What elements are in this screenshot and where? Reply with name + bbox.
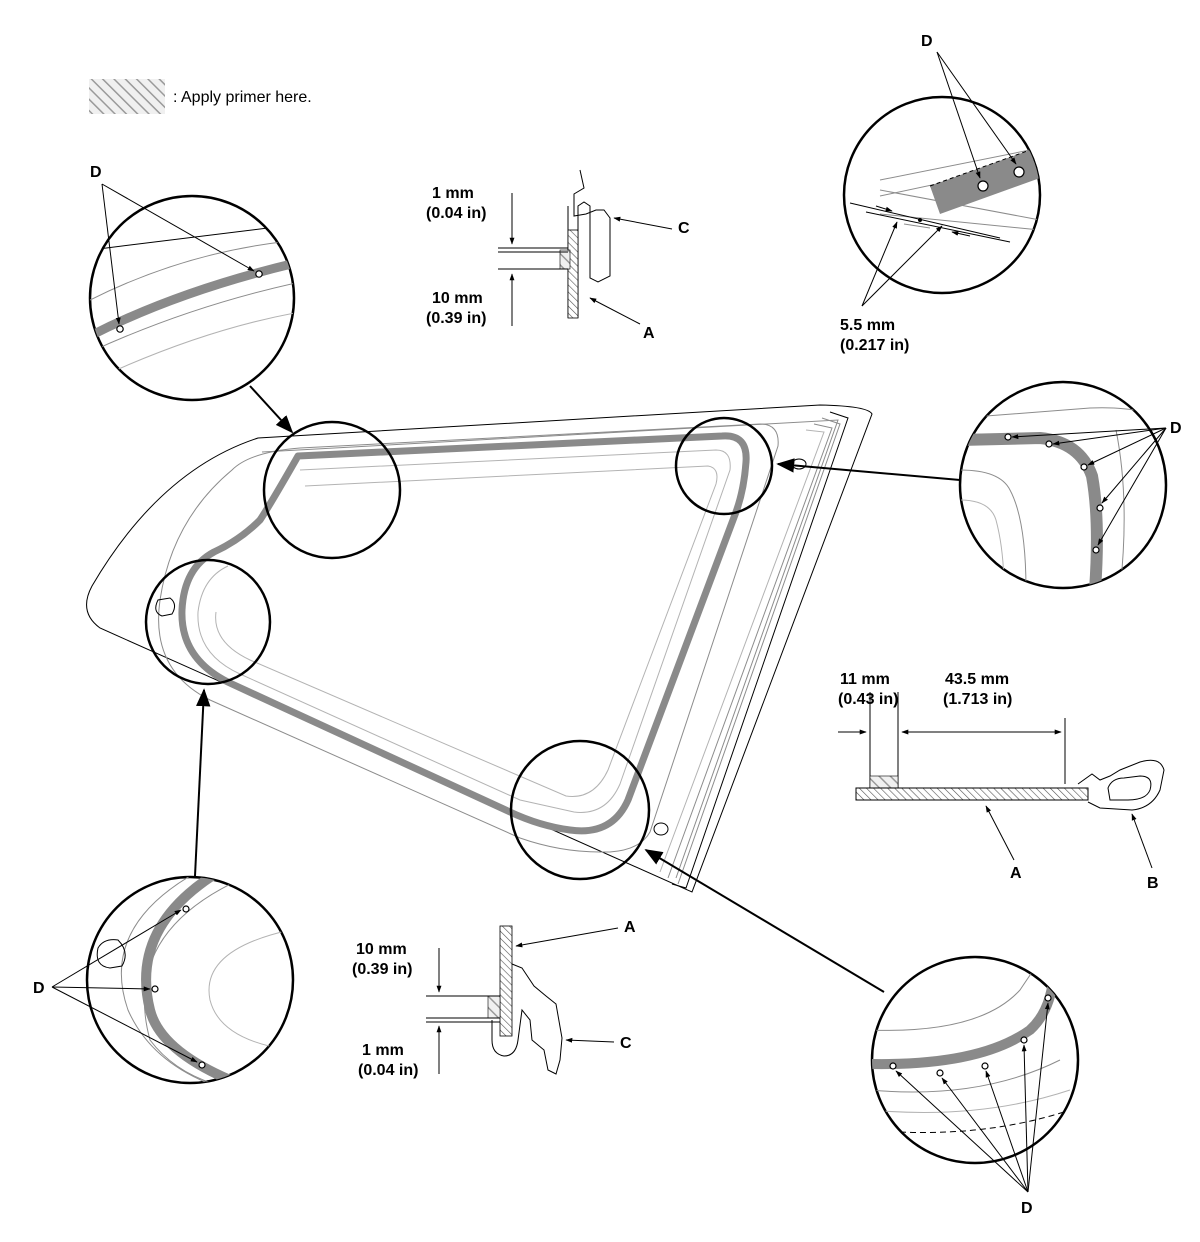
hole-dot [981,1062,989,1070]
dim-43-5mm-in: (1.713 in) [943,691,1012,708]
hole-dot [198,1061,206,1069]
label-d: D [1170,420,1182,437]
dim-10mm: 10 mm [356,941,407,958]
hole-dot [1096,504,1104,512]
primer-band [178,432,750,835]
legend-text: : Apply primer here. [173,89,312,106]
hole-dot [1013,166,1025,178]
legend: : Apply primer here. [89,79,312,114]
hole-dot [1045,440,1053,448]
dim-5-5mm: 5.5 mm [840,317,895,334]
section-top-middle: 1 mm (0.04 in) 10 mm (0.39 in) C A [426,169,690,342]
label-c: C [678,220,690,237]
label-c: C [620,1035,632,1052]
label-a: A [643,325,655,342]
label-d: D [1021,1200,1033,1217]
label-d: D [33,980,45,997]
hole-dot [116,325,124,333]
detail-marker-bottom [509,739,651,881]
dim-1mm: 1 mm [362,1042,404,1059]
quarter-glass [86,404,873,893]
section-bottom-middle: 10 mm (0.39 in) 1 mm (0.04 in) A C [352,919,636,1079]
label-d: D [921,33,933,50]
detail-bottom-right: D [870,955,1080,1217]
hole-dot [1080,463,1088,471]
hole-dot [182,905,190,913]
section-right: 11 mm (0.43 in) 43.5 mm (1.713 in) A B [838,671,1165,892]
hole-dot [1044,994,1052,1002]
dim-10mm-in: (0.39 in) [426,310,486,327]
hole-dot [889,1062,897,1070]
hole-dot [255,270,263,278]
hole-dot [1004,433,1012,441]
detail-bottom-left: D [33,875,295,1085]
hole-dot [1092,546,1100,554]
dim-10mm-in: (0.39 in) [352,961,412,978]
dim-43-5mm: 43.5 mm [945,671,1009,688]
glass-outline [86,404,873,893]
label-b: B [1147,875,1159,892]
hole-dot [977,180,989,192]
hole-dot [1020,1036,1028,1044]
detail-right: D [958,380,1182,590]
legend-hatch-swatch [89,79,165,114]
hole-dot [936,1069,944,1077]
dim-1mm-in: (0.04 in) [358,1062,418,1079]
dim-5-5mm-in: (0.217 in) [840,337,909,354]
dim-1mm-in: (0.04 in) [426,205,486,222]
detail-top-left: D [88,164,296,402]
hole-dot [151,985,159,993]
dim-11mm: 11 mm [840,671,890,688]
dim-10mm: 10 mm [432,290,483,307]
dim-11mm-in: (0.43 in) [838,691,898,708]
dim-1mm: 1 mm [432,185,474,202]
detail-top-right: D 5.5 mm (0.217 in) [840,33,1042,354]
detail-marker-top-left [262,420,402,560]
label-a: A [1010,865,1022,882]
detail-marker-top-right [674,416,774,516]
label-a: A [624,919,636,936]
detail-marker-left [144,558,272,686]
label-d: D [90,164,102,181]
